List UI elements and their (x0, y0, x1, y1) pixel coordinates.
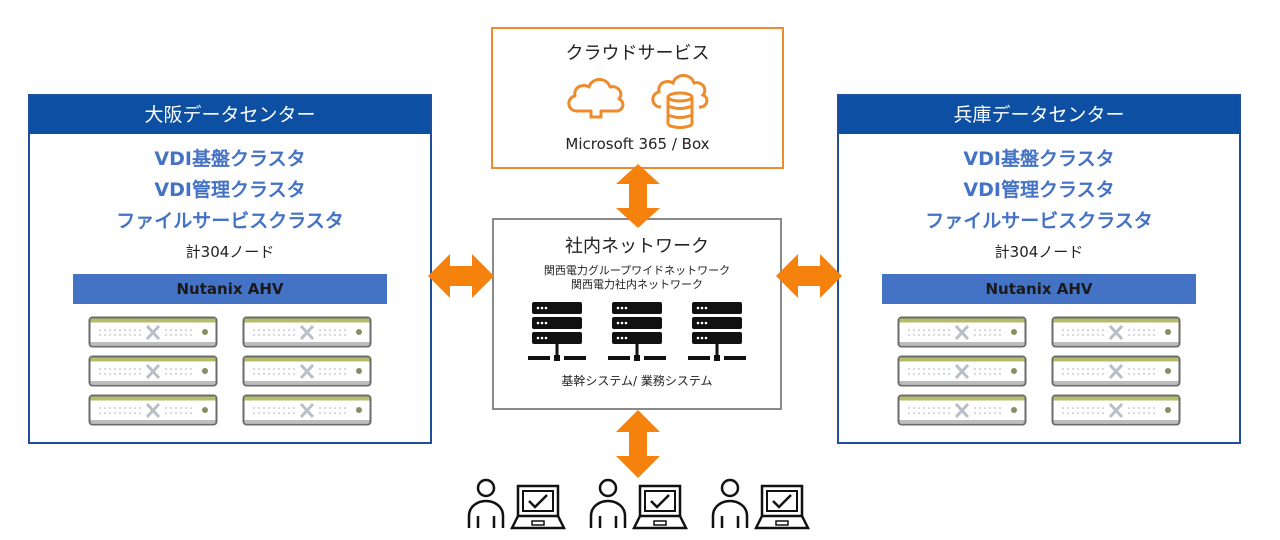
server-grid (30, 316, 430, 426)
cloud-services-label: Microsoft 365 / Box (565, 135, 710, 153)
systems-label: 基幹システム/ 業務システム (561, 374, 713, 388)
user-icon (588, 476, 628, 530)
server-icon (88, 316, 218, 348)
bidirectional-arrow-hyogo (776, 254, 842, 298)
laptop-check-icon (510, 476, 566, 530)
server-icon (897, 355, 1027, 387)
cluster-item: ファイルサービスクラスタ (116, 210, 344, 232)
network-title: 社内ネットワーク (565, 236, 709, 257)
internal-network-box: 社内ネットワーク 関西電力グループワイドネットワーク 関西電力社内ネットワーク … (492, 218, 782, 410)
server-rack-icon (608, 302, 666, 364)
server-icon (1051, 316, 1181, 348)
server-icon (1051, 355, 1181, 387)
hyogo-datacenter: 兵庫データセンター VDI基盤クラスタ VDI管理クラスタ ファイルサービスクラ… (837, 94, 1241, 444)
network-line: 関西電力グループワイドネットワーク (543, 264, 731, 277)
datacenter-title: 大阪データセンター (30, 96, 430, 134)
server-icon (88, 355, 218, 387)
cluster-item: VDI管理クラスタ (154, 179, 306, 201)
user-icon (466, 476, 506, 530)
cluster-item: VDI基盤クラスタ (963, 148, 1115, 170)
cluster-item: VDI基盤クラスタ (154, 148, 306, 170)
laptop-check-icon (632, 476, 688, 530)
server-icon (1051, 394, 1181, 426)
server-icon (242, 355, 372, 387)
bidirectional-arrow-users (616, 410, 660, 478)
cluster-list: VDI基盤クラスタ VDI管理クラスタ ファイルサービスクラスタ (839, 144, 1239, 237)
laptop-check-icon (754, 476, 810, 530)
server-icon (242, 316, 372, 348)
cluster-item: ファイルサービスクラスタ (925, 210, 1153, 232)
node-count: 計304ノード (994, 243, 1084, 261)
cloud-title: クラウドサービス (565, 43, 710, 64)
cluster-item: VDI管理クラスタ (963, 179, 1115, 201)
user-terminal (466, 476, 566, 530)
cloud-database-icon (650, 74, 708, 129)
user-group (466, 476, 810, 530)
server-rack-icon (528, 302, 586, 364)
user-terminal (710, 476, 810, 530)
datacenter-title: 兵庫データセンター (839, 96, 1239, 134)
server-icon (88, 394, 218, 426)
user-terminal (588, 476, 688, 530)
server-grid (839, 316, 1239, 426)
server-rack-icon (688, 302, 746, 364)
hypervisor-bar: Nutanix AHV (882, 274, 1196, 304)
network-line: 関西電力社内ネットワーク (571, 278, 703, 291)
server-icon (897, 316, 1027, 348)
cloud-icon (566, 78, 624, 119)
cloud-services-box: クラウドサービス Microsoft 365 / Box (491, 27, 784, 169)
node-count: 計304ノード (185, 243, 275, 261)
osaka-datacenter: 大阪データセンター VDI基盤クラスタ VDI管理クラスタ ファイルサービスクラ… (28, 94, 432, 444)
cluster-list: VDI基盤クラスタ VDI管理クラスタ ファイルサービスクラスタ (30, 144, 430, 237)
bidirectional-arrow-osaka (428, 254, 494, 298)
user-icon (710, 476, 750, 530)
hypervisor-bar: Nutanix AHV (73, 274, 387, 304)
server-icon (242, 394, 372, 426)
server-rack-group (494, 302, 780, 364)
bidirectional-arrow-cloud (616, 164, 660, 228)
server-icon (897, 394, 1027, 426)
